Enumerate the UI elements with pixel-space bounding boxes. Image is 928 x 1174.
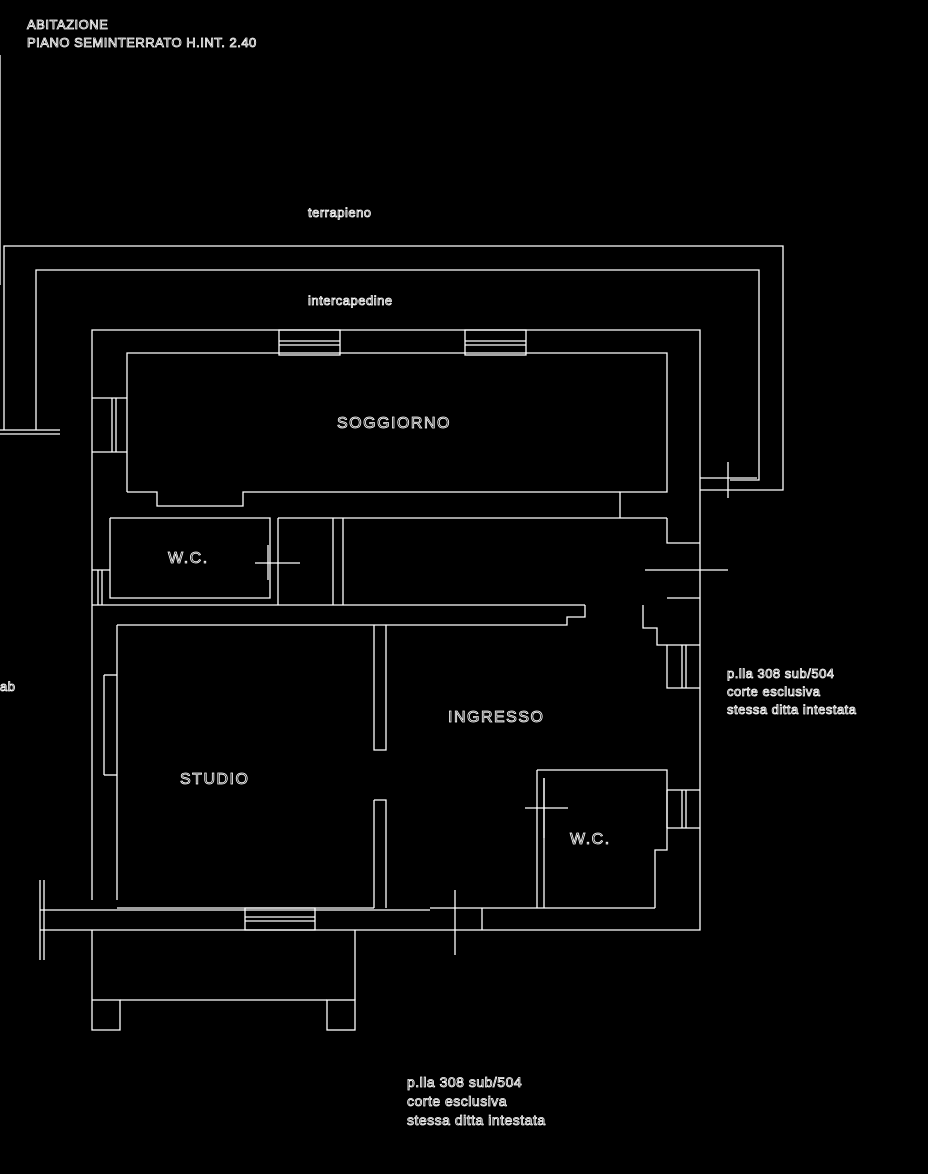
entrance-door [430, 890, 486, 955]
living-room-walls [92, 352, 668, 518]
plan-title: ABITAZIONE [27, 17, 109, 32]
plan-subtitle: PIANO SEMINTERRATO H.INT. 2.40 [27, 35, 257, 50]
room-label-soggiorno: SOGGIORNO [337, 415, 451, 432]
studio-walls [103, 605, 586, 909]
windows-right [666, 645, 700, 829]
wc-bottom-walls [525, 769, 668, 908]
wc-top-walls [92, 517, 667, 606]
bottom-note-line-1: p.lla 308 sub/504 [407, 1074, 523, 1090]
room-label-wc-top: W.C. [168, 550, 209, 567]
door-right-middle [642, 518, 728, 646]
terrapieno-label: terrapieno [308, 205, 372, 220]
side-note-line-1: p.lla 308 sub/504 [727, 666, 835, 681]
intercapedine-label: intercapedine [308, 293, 393, 308]
exterior-walls [39, 329, 701, 960]
retaining-wall [0, 55, 784, 491]
side-note-line-3: stessa ditta intestata [727, 702, 857, 717]
side-annotation: p.lla 308 sub/504 corte esclusiva stessa… [727, 667, 857, 721]
room-label-wc-bottom: W.C. [570, 831, 611, 848]
door-right-upper [700, 462, 757, 498]
plan-title-block: ABITAZIONE PIANO SEMINTERRATO H.INT. 2.4… [27, 18, 257, 54]
bottom-annotation: p.lla 308 sub/504 corte esclusiva stessa… [407, 1075, 546, 1132]
porch [91, 930, 356, 1031]
room-label-studio: STUDIO [180, 771, 250, 788]
window-studio [244, 907, 316, 931]
windows-top [278, 329, 527, 356]
left-edge-text: ab [0, 679, 16, 694]
bottom-note-line-3: stessa ditta intestata [407, 1112, 546, 1128]
bottom-note-line-2: corte esclusiva [407, 1093, 508, 1109]
side-note-line-2: corte esclusiva [727, 684, 821, 699]
room-label-ingresso: INGRESSO [448, 709, 545, 726]
